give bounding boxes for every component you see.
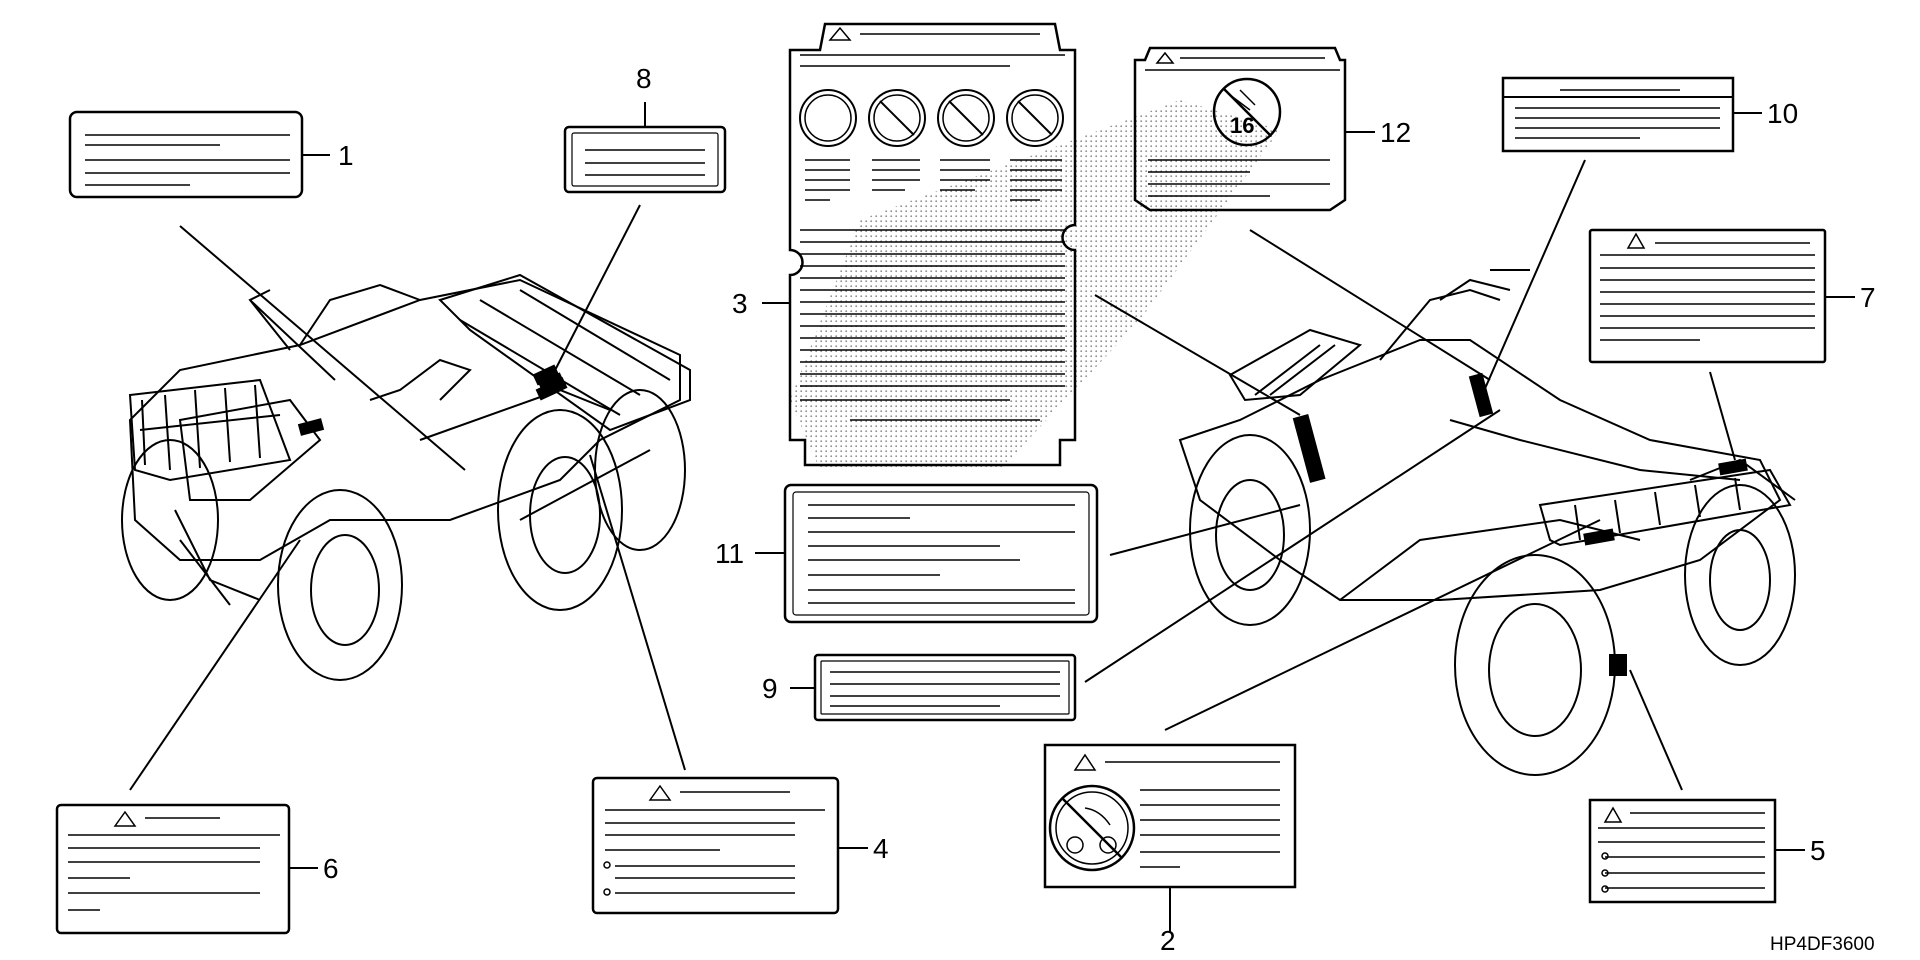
label-11-card (755, 483, 1301, 624)
label-5-card (1588, 669, 1805, 904)
label-10-card (1479, 76, 1762, 401)
label-4-card (589, 454, 868, 915)
callout-5: 5 (1810, 835, 1826, 866)
diagram-code: HP4DF3600 (1770, 934, 1875, 955)
label-6-card (55, 539, 318, 935)
callout-8: 8 (636, 63, 652, 94)
callout-1: 1 (338, 140, 354, 171)
callout-3: 3 (732, 288, 748, 319)
label-3-card (762, 22, 1301, 467)
callout-7: 7 (1860, 282, 1876, 313)
callout-6: 6 (323, 853, 339, 884)
atv-front-view (121, 273, 691, 681)
label-2-card (1043, 519, 1601, 932)
label-8-card (549, 102, 727, 381)
label-12-card (1133, 46, 1491, 381)
stipple-highlight (790, 100, 1280, 470)
label-9-card (790, 409, 1501, 722)
callout-9: 9 (762, 673, 778, 704)
label-7-card (1588, 228, 1855, 461)
callout-10: 10 (1767, 98, 1798, 129)
callout-11: 11 (715, 538, 744, 569)
callout-4: 4 (873, 833, 889, 864)
callout-2: 2 (1160, 925, 1176, 956)
atv-rear-view (1178, 269, 1796, 776)
callout-12: 12 (1380, 117, 1411, 148)
label-12-age-sign: 16 (1230, 113, 1254, 138)
label-1-card (68, 110, 466, 471)
